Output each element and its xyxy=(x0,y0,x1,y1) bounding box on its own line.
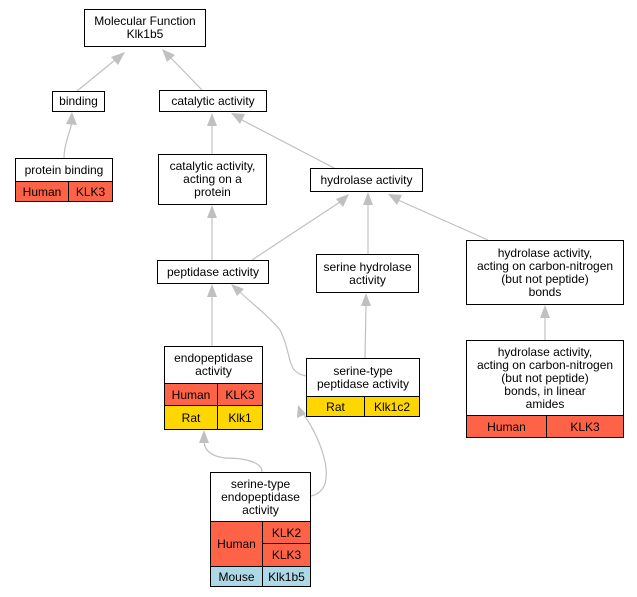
species-cell-mouse: Mouse xyxy=(211,566,262,586)
species-cell-human: Human xyxy=(165,384,217,405)
edge-peptidase-hydrolase xyxy=(251,201,341,261)
edge-catalytic-root xyxy=(170,57,204,92)
node-title: serine-type peptidase activity xyxy=(307,359,419,397)
node-binding[interactable]: binding xyxy=(52,91,105,112)
node-hydrolase-activity[interactable]: hydrolase activity xyxy=(310,168,423,192)
node-serine-type-peptidase-activity[interactable]: serine-type peptidase activity Rat Klk1c… xyxy=(306,358,420,417)
arrow-catalytic-mid xyxy=(207,113,217,126)
node-hydrolase-carbon-nitrogen-linear-amides[interactable]: hydrolase activity, acting on carbon-nit… xyxy=(466,340,624,438)
gene-cell-klk1b5: Klk1b5 xyxy=(262,566,310,586)
species-cell-rat: Rat xyxy=(165,405,217,429)
node-title: endopeptidase activity xyxy=(165,347,262,384)
arrow-endo xyxy=(199,430,209,443)
node-title: serine-type endopeptidase activity xyxy=(211,473,310,522)
node-hydrolase-carbon-nitrogen[interactable]: hydrolase activity, acting on carbon-nit… xyxy=(466,240,624,305)
node-molecular-function-root[interactable]: Molecular Function Klk1b5 xyxy=(84,9,206,47)
gene-cell-klk3: KLK3 xyxy=(546,416,623,437)
arrow-hydrolase-mid xyxy=(363,192,373,205)
arrow-peptidase-right xyxy=(231,284,244,296)
gene-cell-klk1c2: Klk1c2 xyxy=(364,397,419,416)
edge-serendo-serpep xyxy=(303,414,327,497)
species-cell-human: Human xyxy=(211,522,262,566)
edge-serpep-serhyd xyxy=(364,304,367,359)
arrow-root-left xyxy=(111,52,125,65)
node-peptidase-activity[interactable]: peptidase activity xyxy=(157,260,269,284)
edge-serpep-peptidase xyxy=(239,291,307,377)
arrow-serpep xyxy=(297,405,306,418)
species-cell-rat: Rat xyxy=(307,397,364,416)
edge-proteinbinding-binding xyxy=(63,121,73,159)
gene-cell-klk3: KLK3 xyxy=(68,182,112,201)
edge-serendo-endo xyxy=(203,441,263,473)
arrow-serhyd xyxy=(361,293,371,306)
arrow-hcn xyxy=(540,305,550,318)
arrow-catprotein xyxy=(207,205,217,218)
node-serine-type-endopeptidase-activity[interactable]: serine-type endopeptidase activity Human… xyxy=(210,472,311,587)
arrow-hydrolase-right xyxy=(388,194,402,205)
arrow-peptidase-mid xyxy=(207,284,217,297)
arrow-binding xyxy=(66,112,77,125)
species-cell-human: Human xyxy=(467,416,546,437)
gene-cell-klk3: KLK3 xyxy=(262,543,310,566)
gene-cell-klk1: Klk1 xyxy=(217,405,262,429)
arrow-root-right xyxy=(162,49,175,62)
gene-cell-klk3: KLK3 xyxy=(217,384,262,405)
node-endopeptidase-activity[interactable]: endopeptidase activity Human KLK3 Rat Kl… xyxy=(164,346,263,430)
species-cell-human: Human xyxy=(16,182,68,201)
node-catalytic-activity[interactable]: catalytic activity xyxy=(159,90,267,112)
arrow-catalytic-right xyxy=(231,113,245,124)
edge-hydrolase-catalytic xyxy=(241,119,335,169)
edge-binding-root xyxy=(76,59,116,92)
node-catalytic-activity-acting-on-protein[interactable]: catalytic activity, acting on a protein xyxy=(158,154,267,205)
node-serine-hydrolase-activity[interactable]: serine hydrolase activity xyxy=(316,254,419,293)
node-title: protein binding xyxy=(16,159,112,182)
edge-hcn-hydrolase xyxy=(397,199,489,241)
node-protein-binding[interactable]: protein binding Human KLK3 xyxy=(15,158,113,202)
gene-cell-klk2: KLK2 xyxy=(262,522,310,543)
arrow-hydrolase-left xyxy=(336,194,349,207)
node-title: hydrolase activity, acting on carbon-nit… xyxy=(467,341,623,416)
